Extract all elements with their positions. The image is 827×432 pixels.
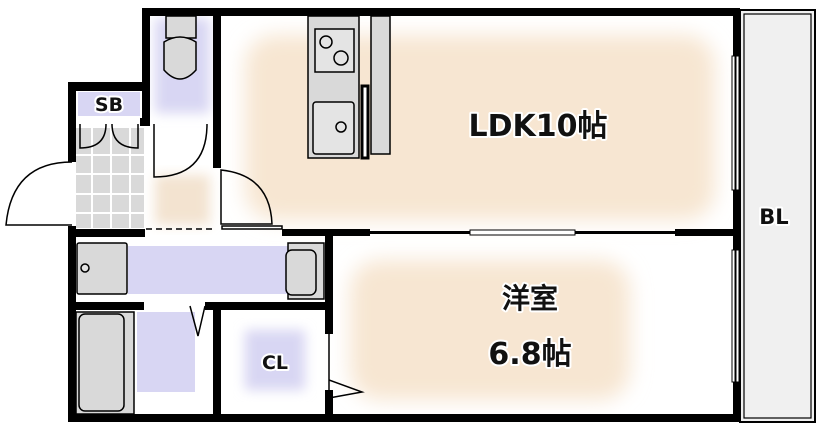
balcony-label: BL [759, 205, 788, 229]
washroom-fill [137, 312, 195, 392]
ldk-fill [245, 35, 715, 220]
western-room-fill [350, 260, 630, 400]
hall-fill [155, 175, 210, 225]
entrance-tiles [76, 128, 144, 228]
wet-fixtures [75, 242, 325, 415]
balcony [739, 9, 816, 423]
washroom-corridor-fill [128, 246, 288, 294]
doors [5, 123, 365, 399]
walls [68, 8, 740, 422]
closet-fill [245, 330, 305, 390]
ldk-label: LDK10帖 [468, 109, 607, 144]
western-room-size-label: 6.8帖 [488, 337, 571, 372]
shoe-box-fill [78, 92, 140, 116]
toilet-fixture [163, 15, 197, 80]
windows [469, 55, 740, 383]
shoe-box-label: SB [95, 94, 123, 116]
closet-label: CL [262, 352, 288, 374]
western-room-label: 洋室 [502, 282, 558, 315]
kitchen-counter [307, 15, 391, 160]
